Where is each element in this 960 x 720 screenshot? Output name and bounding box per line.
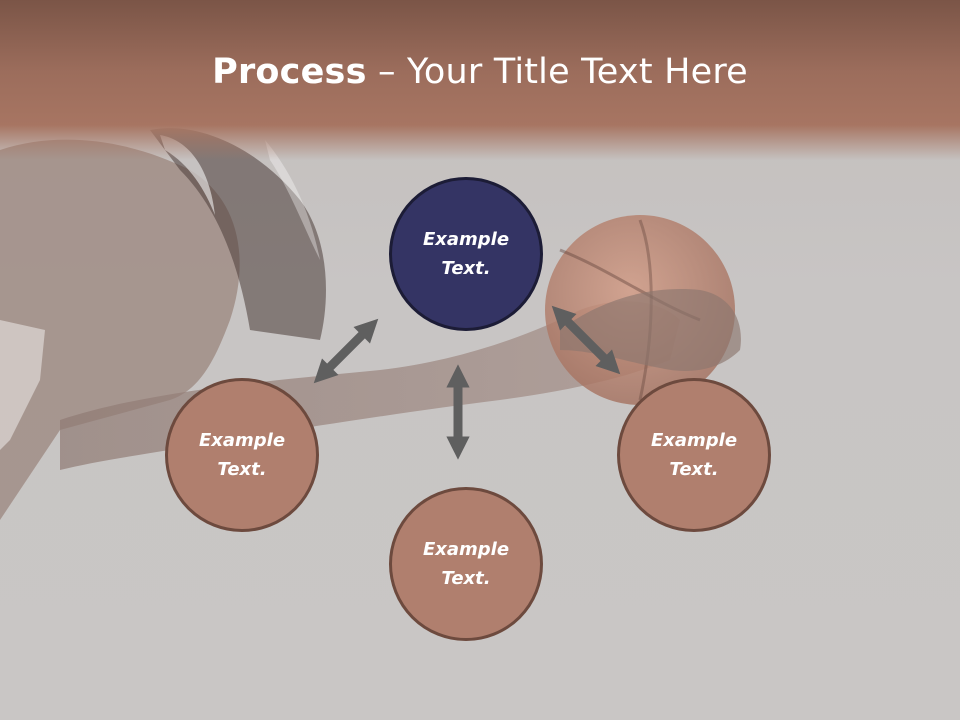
title-rest: – Your Title Text Here xyxy=(366,52,748,92)
node-right-line1: Example xyxy=(650,430,738,451)
node-bottom-line1: Example xyxy=(422,539,510,560)
arrow-center-left xyxy=(313,318,379,384)
slide-title: Process – Your Title Text Here xyxy=(0,52,960,92)
node-left-line2: Text. xyxy=(217,459,267,480)
node-bottom-line2: Text. xyxy=(441,568,491,589)
arrow-center-right xyxy=(551,305,621,375)
title-band xyxy=(0,0,960,160)
node-center-line2: Text. xyxy=(441,258,491,279)
process-node-right: Example Text. xyxy=(617,378,771,532)
node-center-line1: Example xyxy=(422,229,510,250)
process-node-bottom: Example Text. xyxy=(389,487,543,641)
process-node-left: Example Text. xyxy=(165,378,319,532)
title-bold: Process xyxy=(212,52,367,92)
process-node-center: Example Text. xyxy=(389,177,543,331)
node-right-line2: Text. xyxy=(669,459,719,480)
node-left-line1: Example xyxy=(198,430,286,451)
